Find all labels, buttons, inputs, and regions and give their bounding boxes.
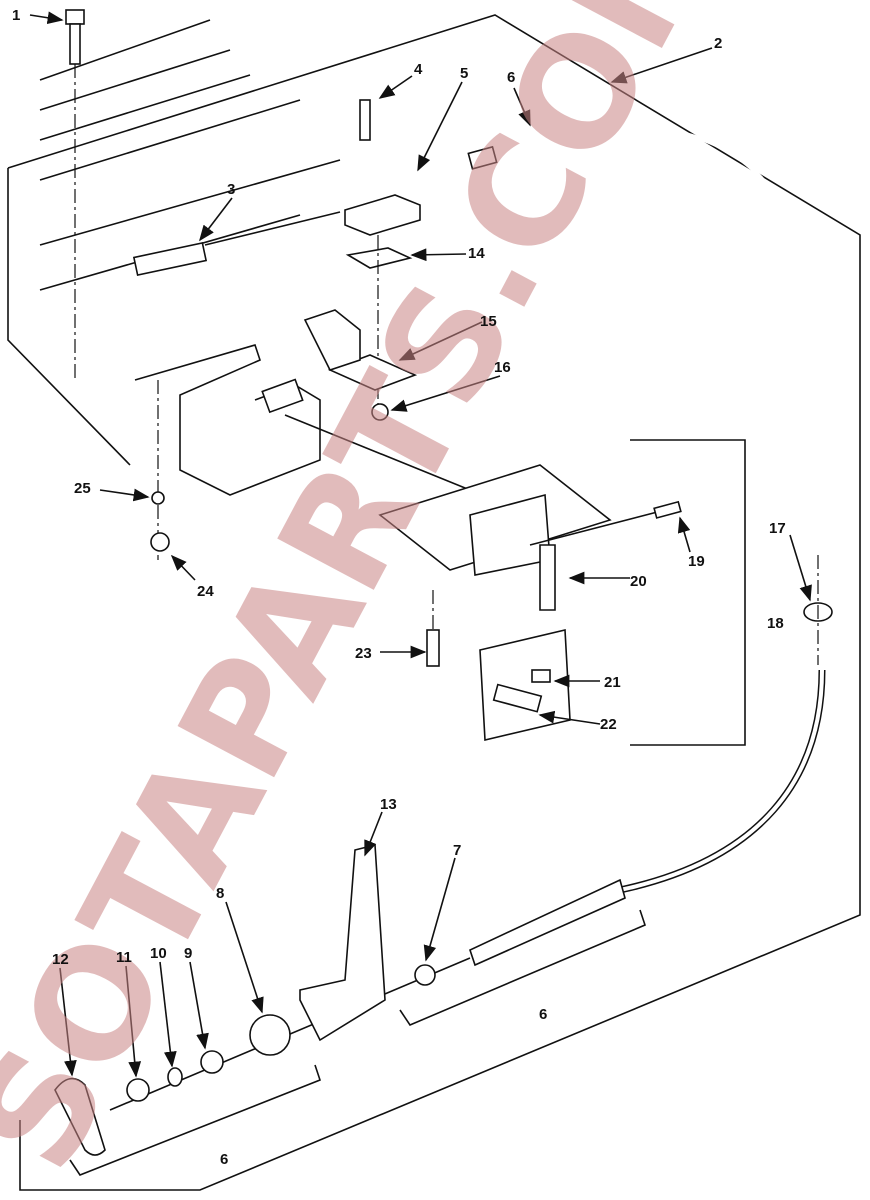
callout-labels: 1 2 3 4 5 6 7 8 9 10 11 12 13 14 15 16 1… — [12, 7, 786, 1168]
glass-hatching — [39, 19, 341, 291]
callout-6-lower-right: 6 — [539, 1006, 547, 1023]
bracket-15-upright — [303, 309, 361, 371]
bracket-5 — [344, 194, 421, 236]
panel-outline — [7, 14, 861, 1191]
cable-6-lower — [619, 669, 826, 894]
nut-9 — [200, 1050, 224, 1074]
nut-16 — [371, 403, 389, 421]
spring-21 — [531, 669, 551, 683]
callout-17: 17 — [769, 520, 786, 537]
pivot-bushing — [261, 378, 304, 414]
watermark: SOTAPARTS.COM — [0, 0, 757, 1197]
cable-end-fitting — [467, 145, 498, 170]
callout-24: 24 — [197, 583, 214, 600]
mount-bracket — [134, 344, 321, 496]
callout-brace-6a — [399, 909, 646, 1026]
washer-10 — [167, 1067, 183, 1087]
nut-11 — [126, 1078, 150, 1102]
callout-21: 21 — [604, 674, 621, 691]
callout-12: 12 — [52, 951, 69, 968]
callout-23: 23 — [355, 645, 372, 662]
cable-conduit-end — [469, 878, 626, 967]
callout-1: 1 — [12, 7, 20, 24]
callout-2: 2 — [714, 35, 722, 52]
leader-lines — [29, 11, 812, 1078]
screw-4 — [359, 99, 371, 141]
callout-22: 22 — [600, 716, 617, 733]
callout-20: 20 — [630, 573, 647, 590]
callout-16: 16 — [494, 359, 511, 376]
callout-18: 18 — [767, 615, 784, 632]
callout-15: 15 — [480, 313, 497, 330]
bolt-1 — [65, 9, 85, 380]
handle-12 — [54, 1077, 106, 1156]
callout-14: 14 — [468, 245, 485, 262]
callout-9: 9 — [184, 945, 192, 962]
pin-19 — [653, 500, 682, 519]
callout-3: 3 — [227, 181, 235, 198]
callout-7: 7 — [453, 842, 461, 859]
nut-24 — [150, 532, 170, 552]
screw-23 — [426, 629, 440, 667]
callout-13: 13 — [380, 796, 397, 813]
callout-19: 19 — [688, 553, 705, 570]
callout-4: 4 — [414, 61, 423, 78]
callout-6: 6 — [507, 69, 515, 86]
callout-25: 25 — [74, 480, 91, 497]
lock-washer-25 — [151, 491, 165, 505]
rod-end-3 — [132, 241, 208, 277]
bracket-18-brace — [630, 439, 746, 746]
lock-washer-8 — [249, 1014, 291, 1056]
callout-6-lower-left: 6 — [220, 1151, 228, 1168]
callout-5: 5 — [460, 65, 468, 82]
nut-7 — [414, 964, 436, 986]
plate-14 — [345, 247, 413, 269]
callout-11: 11 — [116, 949, 132, 966]
callout-brace-6b — [69, 1064, 321, 1176]
lever-subassembly-frame — [479, 629, 571, 741]
callout-10: 10 — [150, 945, 167, 962]
callout-8: 8 — [216, 885, 224, 902]
lever-arm-20 — [539, 544, 556, 611]
knob-22 — [492, 683, 543, 713]
bracket-13 — [299, 843, 386, 1042]
